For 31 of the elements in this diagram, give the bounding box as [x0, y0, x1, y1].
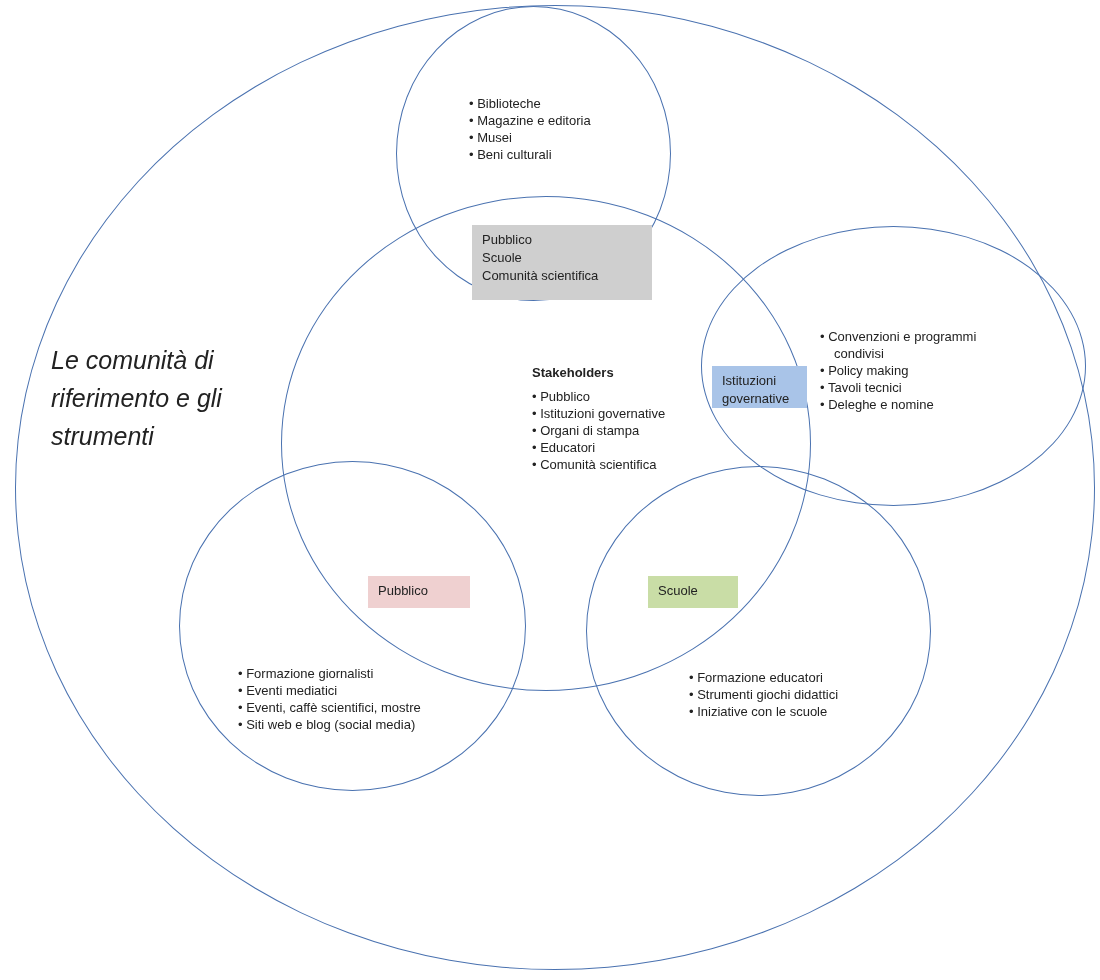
- box-label: Scuole: [482, 249, 522, 267]
- bullet-item: • Siti web e blog (social media): [238, 716, 417, 733]
- box-label: Scuole: [658, 582, 698, 600]
- bullet-item: • Deleghe e nomine: [820, 396, 935, 413]
- highlight-box: [368, 576, 470, 608]
- box-label: Comunità scientifica: [482, 267, 599, 285]
- bullet-item: • Formazione giornalisti: [238, 665, 375, 682]
- highlight-box: [472, 225, 652, 300]
- bullet-item: • Strumenti giochi didattici: [689, 686, 840, 703]
- list-heading: Stakeholders: [532, 365, 615, 380]
- bullet-item: • Iniziative con le scuole: [689, 703, 829, 720]
- bullet-item: • Comunità scientifica: [532, 456, 658, 473]
- bullet-item: • Tavoli tecnici: [820, 379, 903, 396]
- bullet-item: • Eventi mediatici: [238, 682, 339, 699]
- highlight-box: [648, 576, 738, 608]
- bullet-item: • Educatori: [532, 439, 597, 456]
- bullet-item: • Magazine e editoria: [469, 112, 592, 129]
- bullet-item: • Organi di stampa: [532, 422, 641, 439]
- box-label: Pubblico: [378, 582, 428, 600]
- box-label: Pubblico: [482, 231, 532, 249]
- bullet-item: • Formazione educatori: [689, 669, 824, 686]
- bullet-item: • Biblioteche: [469, 95, 542, 112]
- ellipse-label: Le comunità di riferimento e gli strumenti: [51, 345, 224, 452]
- bullet-item: • Istituzioni governative: [532, 405, 667, 422]
- bullet-item: • Musei: [469, 129, 513, 146]
- highlight-box: [712, 366, 807, 408]
- bullet-item: • Convenzioni e programmi condivisi: [820, 328, 978, 362]
- box-label: Istituzioni governative: [722, 372, 791, 408]
- bullet-item: • Policy making: [820, 362, 910, 379]
- bullet-item: • Beni culturali: [469, 146, 553, 163]
- bullet-item: • Eventi, caffè scientifici, mostre: [238, 699, 422, 716]
